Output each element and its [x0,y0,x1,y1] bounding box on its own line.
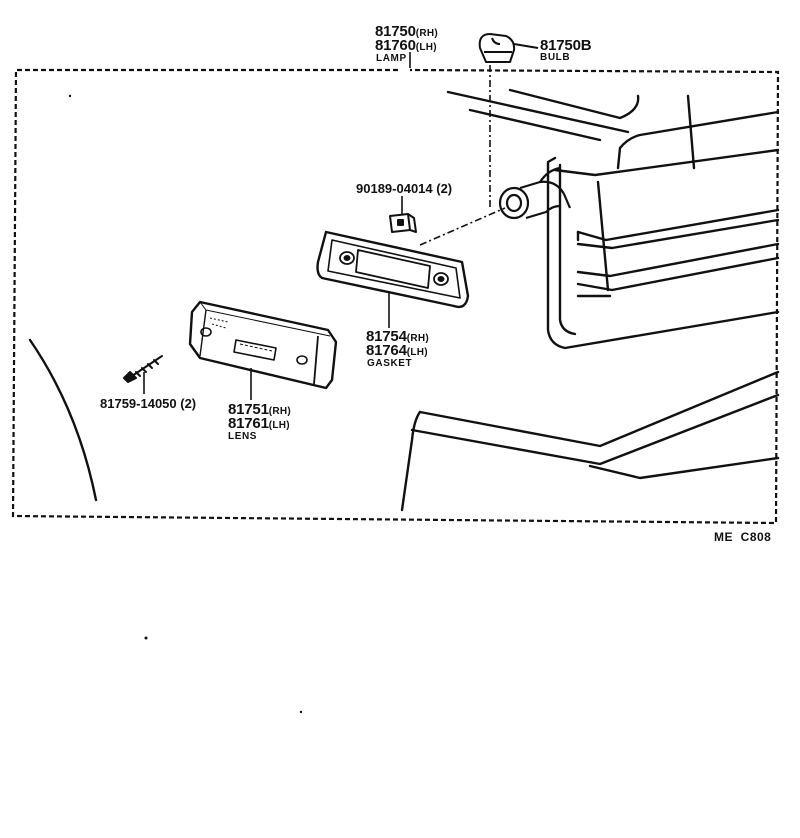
nut-part-number: 90189-04014 (2) [356,181,453,196]
lens-part-number-rh: 81751(RH) [228,401,292,418]
gasket-part-number-rh: 81754(RH) [366,328,430,345]
screw-part [123,355,163,383]
nut-clip-part [389,213,417,233]
lamp-part-number-rh: 81750(RH) [375,23,439,40]
assembly-boundary [11,68,780,525]
gasket-part-number-lh: 81764(LH) [366,342,428,359]
bulb-part [478,33,539,63]
leader-lines [143,52,411,400]
speckles [68,94,303,714]
gasket-part [316,230,470,309]
lens-part-number-lh: 81761(LH) [228,415,290,432]
lamp-label: LAMP [376,53,407,64]
diagram-code: ME C808 [714,530,772,544]
alignment-lines [419,65,506,246]
vehicle-body [28,88,780,512]
bulb-label: BULB [540,52,571,63]
bulb-part-number: 81750B [540,37,592,54]
socket-part [498,166,572,220]
screw-part-number: 81759-14050 (2) [100,396,197,411]
lens-part [188,300,338,390]
lens-label: LENS [228,431,258,442]
gasket-label: GASKET [367,358,413,369]
lamp-part-number-lh: 81760(LH) [375,37,437,54]
